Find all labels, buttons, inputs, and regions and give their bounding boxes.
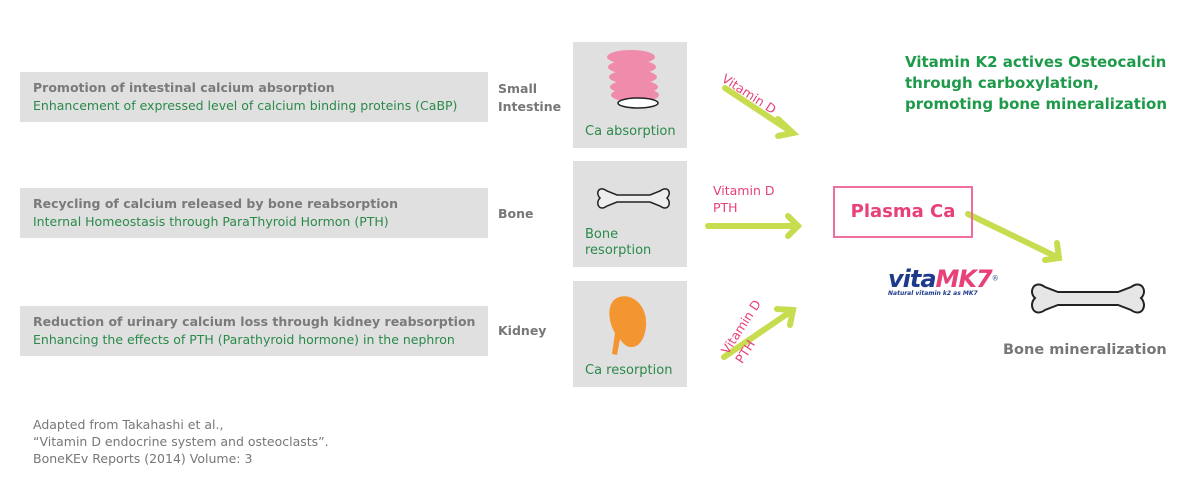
desc-subtitle: Internal Homeostasis through ParaThyroid… xyxy=(33,214,389,229)
caption-line: Bone xyxy=(585,227,619,242)
arrow-intestine-to-plasma xyxy=(722,85,800,139)
caption: Ca absorption xyxy=(585,124,676,139)
arrow-label-line: PTH xyxy=(713,200,738,215)
organ-line: Intestine xyxy=(498,99,562,114)
desc-title: Promotion of intestinal calcium absorpti… xyxy=(33,80,335,95)
desc-subtitle: Enhancement of expressed level of calciu… xyxy=(33,98,458,113)
arrow-label-line: Vitamin D xyxy=(713,183,775,198)
bone-mineralization-label: Bone mineralization xyxy=(1003,342,1167,358)
desc-title: Reduction of urinary calcium loss throug… xyxy=(33,314,476,329)
citation-line: Adapted from Takahashi et al., xyxy=(33,417,224,432)
k2-line: through carboxylation, xyxy=(905,74,1100,92)
logo-tagline: Natural vitamin k2 as MK7 xyxy=(888,290,978,297)
k2-description: Vitamin K2 actives Osteocalcin through ca… xyxy=(905,52,1167,115)
vitamk7-logo: vitaMK7® Natural vitamin k2 as MK7 xyxy=(888,265,999,297)
kidney-box: Ca resorption xyxy=(573,281,687,387)
citation-line: BoneKEv Reports (2014) Volume: 3 xyxy=(33,451,253,466)
arrow-label: Vitamin D PTH xyxy=(713,182,774,216)
logo-reg: ® xyxy=(991,274,999,283)
arrow-plasma-to-bone xyxy=(965,211,1063,263)
plasma-ca-box: Plasma Ca xyxy=(833,186,973,238)
kidney-icon xyxy=(609,296,647,355)
citation-line: “Vitamin D endocrine system and osteocla… xyxy=(33,434,329,449)
k2-line: promoting bone mineralization xyxy=(905,95,1168,113)
logo-text: vita xyxy=(888,265,937,293)
logo-text: MK7 xyxy=(935,265,993,293)
caption: Ca resorption xyxy=(585,363,673,378)
description-bone: Recycling of calcium released by bone re… xyxy=(20,188,488,238)
description-kidney: Reduction of urinary calcium loss throug… xyxy=(20,306,488,356)
organ-line: Small xyxy=(498,81,538,96)
caption-line: resorption xyxy=(585,243,652,258)
organ-label-kidney: Kidney xyxy=(498,323,547,338)
intestine-box: Ca absorption xyxy=(573,42,687,148)
organ-label-bone: Bone xyxy=(498,206,534,221)
arrow-bone-to-plasma xyxy=(705,213,803,239)
intestine-icon xyxy=(607,50,659,109)
bone-icon xyxy=(597,188,670,209)
desc-title: Recycling of calcium released by bone re… xyxy=(33,196,398,211)
description-intestine: Promotion of intestinal calcium absorpti… xyxy=(20,72,488,122)
desc-subtitle: Enhancing the effects of PTH (Parathyroi… xyxy=(33,332,455,347)
arrow-kidney-to-plasma xyxy=(721,306,797,360)
k2-line: Vitamin K2 actives Osteocalcin xyxy=(905,53,1167,71)
citation: Adapted from Takahashi et al., “Vitamin D… xyxy=(33,416,329,467)
